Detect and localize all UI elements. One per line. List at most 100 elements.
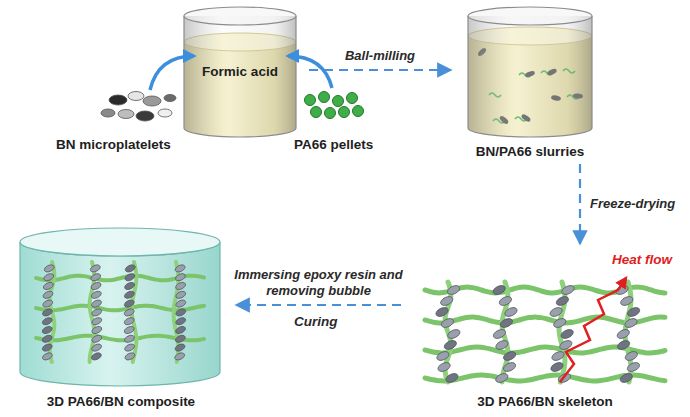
bn-platelet bbox=[41, 316, 53, 326]
bn-platelet bbox=[124, 272, 136, 282]
bn-platelet bbox=[174, 334, 186, 344]
bn-platelet bbox=[502, 361, 517, 373]
bn-platelet bbox=[90, 272, 102, 282]
bn-platelet bbox=[503, 306, 518, 318]
bn-platelets bbox=[101, 92, 176, 122]
pellet bbox=[339, 107, 350, 118]
bn-platelet bbox=[626, 306, 641, 318]
skeleton-structure bbox=[425, 282, 665, 384]
bn-platelet bbox=[123, 290, 135, 300]
bn-platelet bbox=[440, 317, 455, 329]
feed-arrow bbox=[288, 56, 332, 88]
bn-platelet bbox=[492, 284, 507, 296]
bn-platelet bbox=[175, 325, 187, 335]
stage-caption: 3D PA66/BN composite bbox=[47, 394, 195, 410]
bn-platelet bbox=[91, 334, 103, 344]
bn-platelet bbox=[437, 361, 452, 373]
bn-platelet bbox=[444, 372, 459, 384]
platelet bbox=[109, 95, 127, 105]
platelet bbox=[143, 96, 161, 106]
annotation-label: Curing bbox=[294, 314, 338, 330]
annotation-label: BN microplatelets bbox=[56, 137, 171, 153]
process-arrow bbox=[236, 304, 401, 306]
platelet bbox=[101, 109, 115, 117]
bn-platelet bbox=[123, 334, 135, 344]
process-arrow bbox=[309, 69, 451, 71]
process-stage: BN/PA66 slurries bbox=[455, 4, 605, 160]
bn-platelet bbox=[91, 343, 103, 353]
annotation-label: Heat flow bbox=[612, 252, 672, 268]
bn-platelet bbox=[124, 263, 136, 273]
bn-platelet bbox=[41, 343, 53, 353]
bn-platelet bbox=[123, 299, 135, 309]
beaker-rim bbox=[468, 7, 592, 25]
resin-top bbox=[20, 228, 220, 256]
bn-platelet bbox=[175, 316, 187, 326]
bn-platelet bbox=[124, 343, 136, 353]
pellet bbox=[333, 96, 344, 107]
bn-platelet bbox=[623, 317, 638, 329]
step-label: Freeze-drying bbox=[590, 196, 690, 212]
beaker-rim bbox=[184, 7, 296, 25]
stage-caption: Formic acid bbox=[202, 64, 278, 80]
beaker bbox=[468, 7, 592, 137]
bn-platelet bbox=[616, 328, 631, 340]
bn-platelet bbox=[555, 295, 570, 307]
bn-platelet bbox=[91, 307, 103, 317]
step-label: Ball-milling bbox=[320, 48, 440, 64]
bn-platelet bbox=[549, 361, 564, 373]
bn-platelet bbox=[498, 295, 513, 307]
pellet bbox=[305, 95, 316, 106]
pellet bbox=[347, 93, 358, 104]
bn-platelet bbox=[550, 350, 565, 362]
bn-platelet bbox=[443, 339, 458, 351]
bn-platelet bbox=[174, 343, 186, 353]
bn-platelet bbox=[43, 263, 55, 273]
bn-platelet bbox=[42, 281, 54, 291]
bn-platelet bbox=[624, 350, 639, 362]
bn-platelet bbox=[123, 316, 135, 326]
bn-platelet bbox=[175, 281, 187, 291]
stage-caption: 3D PA66/BN skeleton bbox=[477, 394, 613, 410]
annotation-label: PA66 pellets bbox=[294, 137, 373, 153]
resin-body bbox=[20, 242, 220, 386]
embedded-skeleton bbox=[36, 262, 204, 362]
bn-platelet bbox=[41, 351, 53, 361]
bn-platelet bbox=[619, 295, 634, 307]
bn-platelet bbox=[90, 281, 102, 291]
process-stage: Formic acid bbox=[175, 4, 305, 140]
bn-platelet bbox=[549, 306, 564, 318]
bn-platelet bbox=[123, 307, 135, 317]
bn-platelet bbox=[494, 372, 509, 384]
bn-platelet bbox=[494, 339, 509, 351]
bn-platelet bbox=[42, 299, 54, 309]
bn-platelet bbox=[90, 351, 102, 361]
bn-platelet bbox=[560, 284, 575, 296]
pellet bbox=[325, 108, 336, 119]
bn-platelet bbox=[174, 272, 186, 282]
bn-platelet bbox=[492, 328, 507, 340]
platelet bbox=[128, 92, 144, 101]
bn-platelet bbox=[41, 325, 53, 335]
platelet bbox=[136, 111, 154, 121]
bn-platelet bbox=[42, 290, 54, 300]
bn-platelet bbox=[175, 307, 187, 317]
bn-platelet bbox=[446, 328, 461, 340]
bn-platelet bbox=[41, 307, 53, 317]
bn-platelet bbox=[552, 317, 567, 329]
bn-platelet bbox=[446, 284, 461, 296]
bn-platelet bbox=[560, 328, 575, 340]
bn-platelet bbox=[90, 290, 102, 300]
bn-platelet bbox=[502, 350, 517, 362]
beaker-wall bbox=[184, 16, 296, 137]
bn-platelet bbox=[435, 306, 450, 318]
process-arrow bbox=[579, 164, 581, 244]
bn-platelet bbox=[175, 299, 187, 309]
bn-platelet bbox=[175, 290, 187, 300]
composite-cylinder bbox=[20, 228, 220, 386]
bn-platelet bbox=[124, 281, 136, 291]
bn-platelet bbox=[41, 334, 53, 344]
heat-flow-arrow bbox=[560, 278, 626, 382]
beaker bbox=[184, 7, 296, 137]
